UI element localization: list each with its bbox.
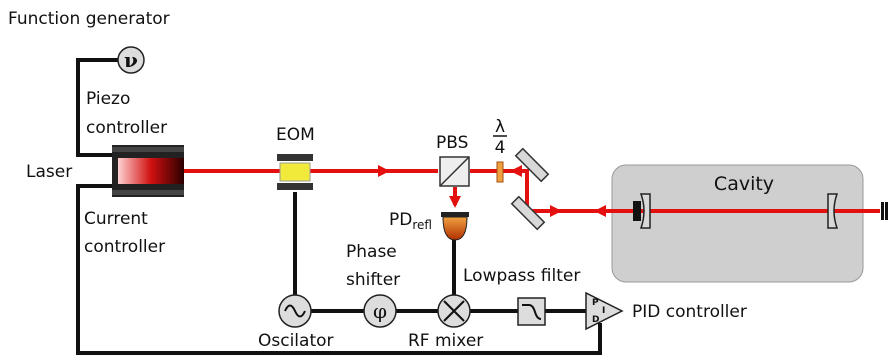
pid-i-letter: I bbox=[602, 306, 605, 316]
current-controller-label-line2: controller bbox=[84, 237, 165, 257]
pid-controller-label: PID controller bbox=[632, 302, 747, 322]
laser-label: Laser bbox=[26, 162, 72, 182]
quarter-wave-plate bbox=[496, 161, 504, 183]
piezo-controller-label-line1: Piezo bbox=[86, 89, 130, 109]
lambda-denominator: 4 bbox=[495, 138, 506, 158]
beam-arrow bbox=[449, 196, 461, 208]
beam-arrow bbox=[378, 165, 390, 177]
pbs-label: PBS bbox=[436, 133, 468, 153]
phase-shifter-symbol bbox=[363, 294, 397, 328]
current-controller-label-line1: Current bbox=[84, 209, 148, 229]
eom-device bbox=[277, 154, 313, 190]
function-generator-symbol bbox=[117, 46, 145, 74]
cavity-label: Cavity bbox=[714, 173, 774, 195]
electrical-wiring bbox=[76, 58, 602, 355]
cavity-input-mirror bbox=[633, 193, 651, 229]
piezo-controller-label-line2: controller bbox=[86, 118, 167, 138]
steering-mirror-lower bbox=[510, 195, 546, 231]
pid-p-letter: P bbox=[592, 298, 599, 308]
function-generator-label: Function generator bbox=[8, 9, 170, 29]
lowpass-curve-icon bbox=[522, 304, 542, 320]
output-detector-edge bbox=[881, 202, 888, 220]
phi-symbol: φ bbox=[373, 299, 387, 323]
lowpass-filter-symbol bbox=[517, 297, 546, 326]
steering-mirror-upper bbox=[514, 147, 550, 183]
lowpass-filter-label: Lowpass filter bbox=[463, 266, 580, 286]
laser-source bbox=[112, 145, 184, 197]
pid-d-letter: D bbox=[592, 315, 599, 325]
rf-mixer-label: RF mixer bbox=[408, 331, 483, 351]
phase-shifter-label-line1: Phase bbox=[346, 242, 397, 262]
nu-symbol: ν bbox=[124, 48, 138, 72]
cavity-output-mirror bbox=[827, 193, 839, 229]
mixer-cross-icon bbox=[443, 300, 465, 322]
phase-shifter-label-line2: shifter bbox=[346, 270, 400, 290]
beam-arrow bbox=[550, 205, 562, 217]
beam-arrow bbox=[510, 165, 522, 177]
photodiode-refl bbox=[441, 212, 469, 241]
pd-label: PDrefl bbox=[389, 210, 432, 232]
eom-label: EOM bbox=[276, 125, 315, 145]
oscillator-label: Oscilator bbox=[258, 331, 334, 351]
lambda-symbol: λ bbox=[495, 117, 505, 137]
beam-arrow bbox=[594, 205, 606, 217]
cavity-box bbox=[611, 164, 864, 283]
pid-controller-symbol bbox=[585, 291, 624, 331]
sine-icon bbox=[284, 304, 306, 318]
polarizing-beam-splitter bbox=[439, 156, 470, 187]
